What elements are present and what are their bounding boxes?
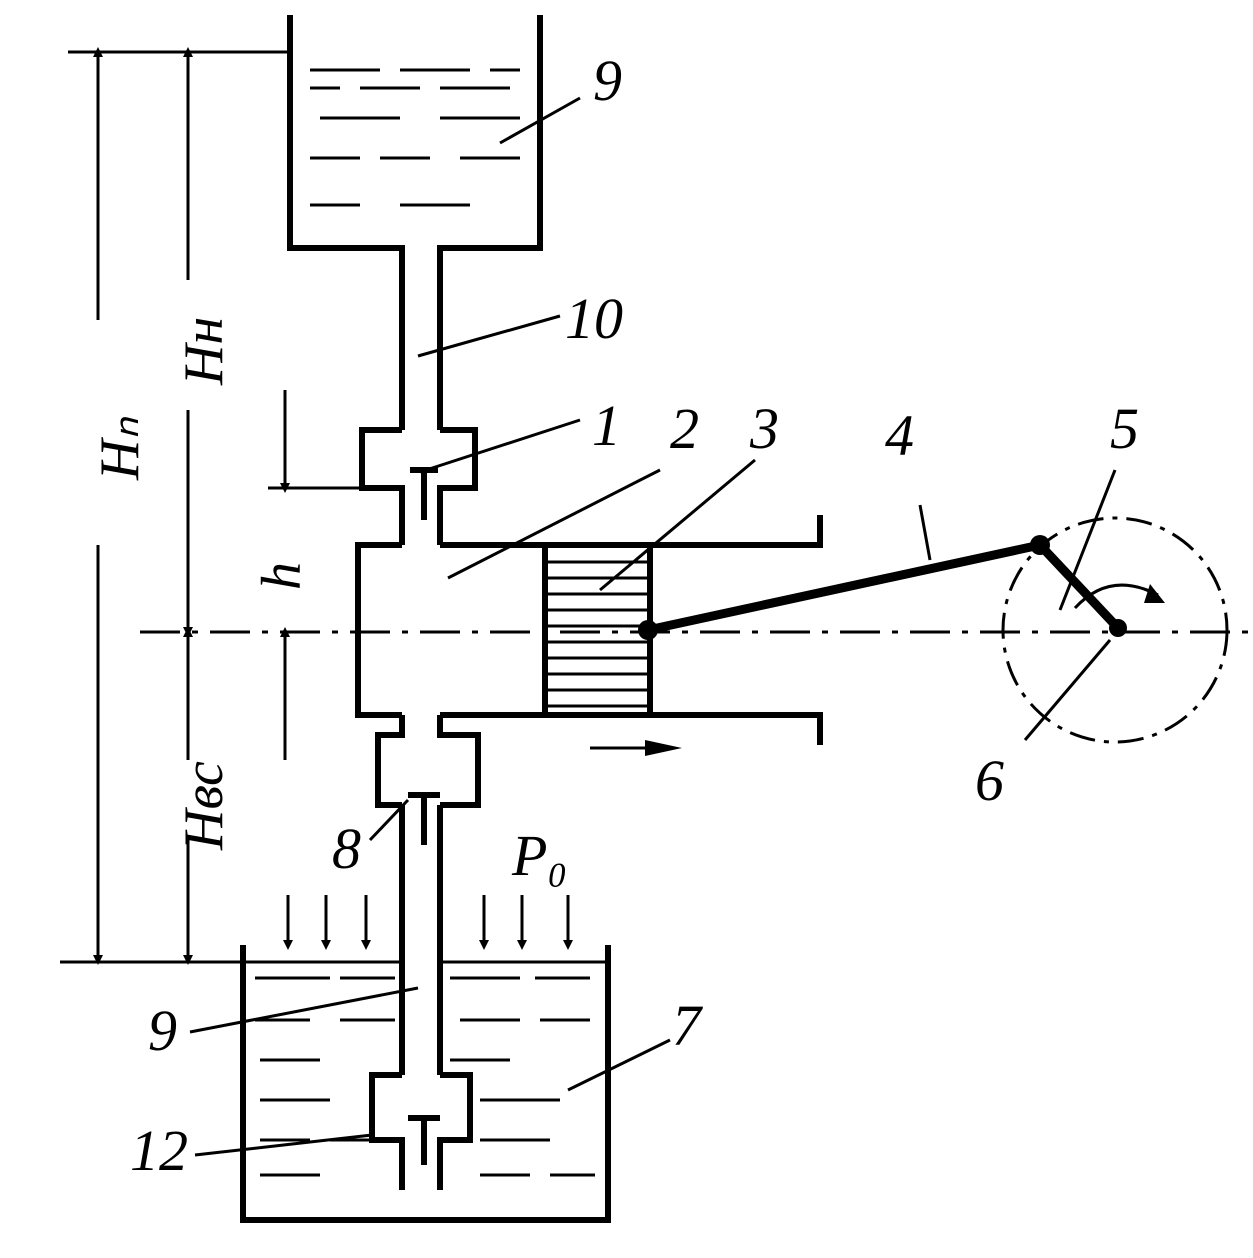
lower-reservoir [60, 945, 611, 1223]
label-discharge-valve: 1 [592, 393, 621, 458]
label-chamber: 2 [670, 396, 699, 461]
label-crank-center: 6 [975, 748, 1004, 813]
dim-suction-head: Hвс [173, 761, 235, 851]
labels: 9 10 1 2 3 4 5 6 8 P₀ 9 7 12 Hₙ Hн h Hвс [89, 48, 1139, 1183]
lower-liquid-lines [255, 976, 595, 1177]
discharge-valve-box [359, 427, 478, 545]
label-suction-valve: 8 [332, 816, 361, 881]
crank-arm [1036, 541, 1122, 632]
label-rod: 4 [885, 403, 914, 468]
pump-chamber [355, 515, 823, 808]
suction-valve-icon [408, 792, 440, 845]
leader-lines [189, 96, 1117, 1157]
label-foot-valve: 12 [130, 1118, 188, 1183]
crank-circle [1001, 516, 1229, 744]
label-suction-pipe: 9 [148, 998, 177, 1063]
upper-liquid-lines [310, 68, 520, 207]
dim-valve-offset: h [251, 562, 313, 590]
label-piston: 3 [749, 396, 779, 461]
dim-total-head: Hₙ [89, 417, 151, 481]
rod-pin-joint [638, 620, 658, 640]
dim-discharge-head: Hн [173, 317, 235, 386]
suction-pipe [399, 792, 443, 1075]
foot-valve-icon [408, 1115, 440, 1165]
label-lower-reservoir: 7 [672, 993, 703, 1058]
pressure-arrows [283, 895, 573, 950]
piston [542, 542, 653, 718]
dimension-lines [68, 47, 362, 965]
label-discharge-pipe: 10 [565, 286, 623, 351]
label-atm-pressure: P₀ [511, 823, 568, 888]
crank-mechanism [638, 516, 1229, 744]
label-crank: 5 [1110, 396, 1139, 461]
discharge-valve-icon [410, 467, 438, 520]
piston-motion-arrow [590, 740, 682, 756]
label-upper-reservoir: 9 [593, 48, 622, 113]
crank-shaft-joint [1109, 619, 1127, 637]
connecting-rod [647, 540, 1041, 635]
upper-reservoir [287, 15, 543, 430]
rotation-arrow [1073, 583, 1159, 610]
